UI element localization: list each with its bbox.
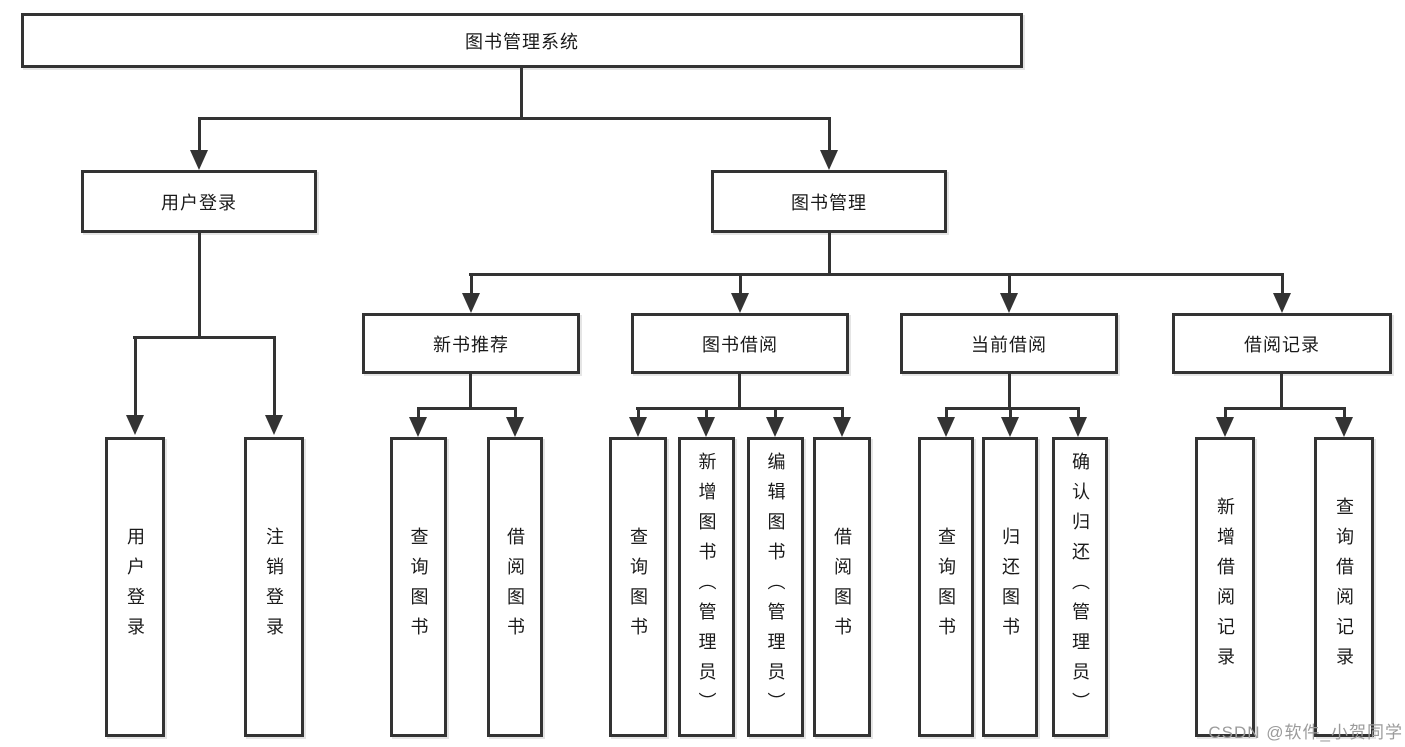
edge-to-new-books — [470, 273, 473, 295]
leaf-label: 确认归还（管理员） — [1070, 452, 1090, 722]
edge-to-borrow-records — [1281, 273, 1284, 295]
leaf-label: 查询借阅记录 — [1334, 497, 1354, 677]
edge-book-borrow-stem — [738, 374, 741, 407]
edge-borrow-records-split — [1224, 407, 1345, 410]
leaf-return-books: 归还图书 — [982, 437, 1038, 737]
edge-root-stem — [520, 68, 523, 117]
edge-leaf-stem — [1009, 407, 1012, 417]
leaf-label: 新增借阅记录 — [1215, 497, 1235, 677]
edge-leaf-stem — [705, 407, 708, 417]
arrowhead-icon — [409, 417, 427, 437]
edge-leaf-stem — [637, 407, 640, 417]
arrowhead-icon — [1273, 293, 1291, 313]
arrowhead-icon — [937, 417, 955, 437]
watermark: CSDN @软件_小贺同学 — [1208, 723, 1403, 742]
node-book-borrow: 图书借阅 — [631, 313, 849, 374]
arrowhead-icon — [1335, 417, 1353, 437]
arrowhead-icon — [697, 417, 715, 437]
arrowhead-icon — [766, 417, 784, 437]
leaf-query-books: 查询图书 — [390, 437, 447, 737]
arrowhead-icon — [1216, 417, 1234, 437]
edge-leaf-stem — [417, 407, 420, 417]
edge-leaf-stem — [1224, 407, 1227, 417]
edge-new-books-stem — [469, 374, 472, 407]
arrowhead-icon — [126, 415, 144, 435]
leaf-edit-books-admin: 编辑图书（管理员） — [747, 437, 804, 737]
arrowhead-icon — [462, 293, 480, 313]
leaf-label: 查询图书 — [628, 527, 648, 647]
edge-borrow-records-stem — [1280, 374, 1283, 407]
edge-book-mgmt-stem — [828, 233, 831, 273]
edge-to-user-login — [198, 117, 201, 152]
node-user-login: 用户登录 — [81, 170, 317, 233]
leaf-label: 借阅图书 — [832, 527, 852, 647]
leaf-confirm-return-admin: 确认归还（管理员） — [1052, 437, 1108, 737]
node-book-management: 图书管理 — [711, 170, 947, 233]
node-library-management-system: 图书管理系统 — [21, 13, 1023, 68]
arrowhead-icon — [833, 417, 851, 437]
leaf-query-borrow-record: 查询借阅记录 — [1314, 437, 1374, 737]
leaf-query-books: 查询图书 — [918, 437, 974, 737]
edge-leaf-stem — [945, 407, 948, 417]
arrowhead-icon — [629, 417, 647, 437]
edge-to-book-borrow — [739, 273, 742, 295]
edge-leaf-stem — [514, 407, 517, 417]
leaf-label: 查询图书 — [936, 527, 956, 647]
leaf-label: 查询图书 — [408, 527, 429, 647]
leaf-borrow-books: 借阅图书 — [813, 437, 871, 737]
leaf-query-books: 查询图书 — [609, 437, 667, 737]
edge-to-leaf-logout — [273, 336, 276, 417]
arrowhead-icon — [190, 150, 208, 170]
leaf-user-login: 用户登录 — [105, 437, 165, 737]
edge-leaf-stem — [1343, 407, 1346, 417]
leaf-label: 注销登录 — [264, 527, 284, 647]
arrowhead-icon — [1001, 417, 1019, 437]
arrowhead-icon — [506, 417, 524, 437]
leaf-add-books-admin: 新增图书（管理员） — [678, 437, 735, 737]
arrowhead-icon — [820, 150, 838, 170]
leaf-label: 编辑图书（管理员） — [765, 452, 786, 722]
leaf-label: 新增图书（管理员） — [696, 452, 717, 722]
leaf-label: 用户登录 — [125, 527, 145, 647]
leaf-borrow-books: 借阅图书 — [487, 437, 543, 737]
edge-book-mgmt-split — [469, 273, 1284, 276]
leaf-add-borrow-record: 新增借阅记录 — [1195, 437, 1255, 737]
node-new-book-recommend: 新书推荐 — [362, 313, 580, 374]
node-current-borrow: 当前借阅 — [900, 313, 1118, 374]
arrowhead-icon — [1069, 417, 1087, 437]
node-borrow-records: 借阅记录 — [1172, 313, 1392, 374]
edge-book-borrow-split — [636, 407, 843, 410]
edge-to-leaf-user-login — [134, 336, 137, 417]
edge-leaf-stem — [774, 407, 777, 417]
edge-root-split — [198, 117, 831, 120]
leaf-label: 借阅图书 — [505, 527, 525, 647]
edge-leaf-stem — [1077, 407, 1080, 417]
edge-user-login-split — [133, 336, 276, 339]
edge-current-borrow-stem — [1008, 374, 1011, 407]
edge-current-borrow-split — [945, 407, 1079, 410]
edge-new-books-split — [417, 407, 516, 410]
edge-to-current-borrow — [1008, 273, 1011, 295]
edge-leaf-stem — [841, 407, 844, 417]
arrowhead-icon — [265, 415, 283, 435]
arrowhead-icon — [731, 293, 749, 313]
edge-to-book-mgmt — [828, 117, 831, 152]
arrowhead-icon — [1000, 293, 1018, 313]
leaf-logout: 注销登录 — [244, 437, 304, 737]
leaf-label: 归还图书 — [1000, 527, 1020, 647]
edge-user-login-stem — [198, 233, 201, 336]
